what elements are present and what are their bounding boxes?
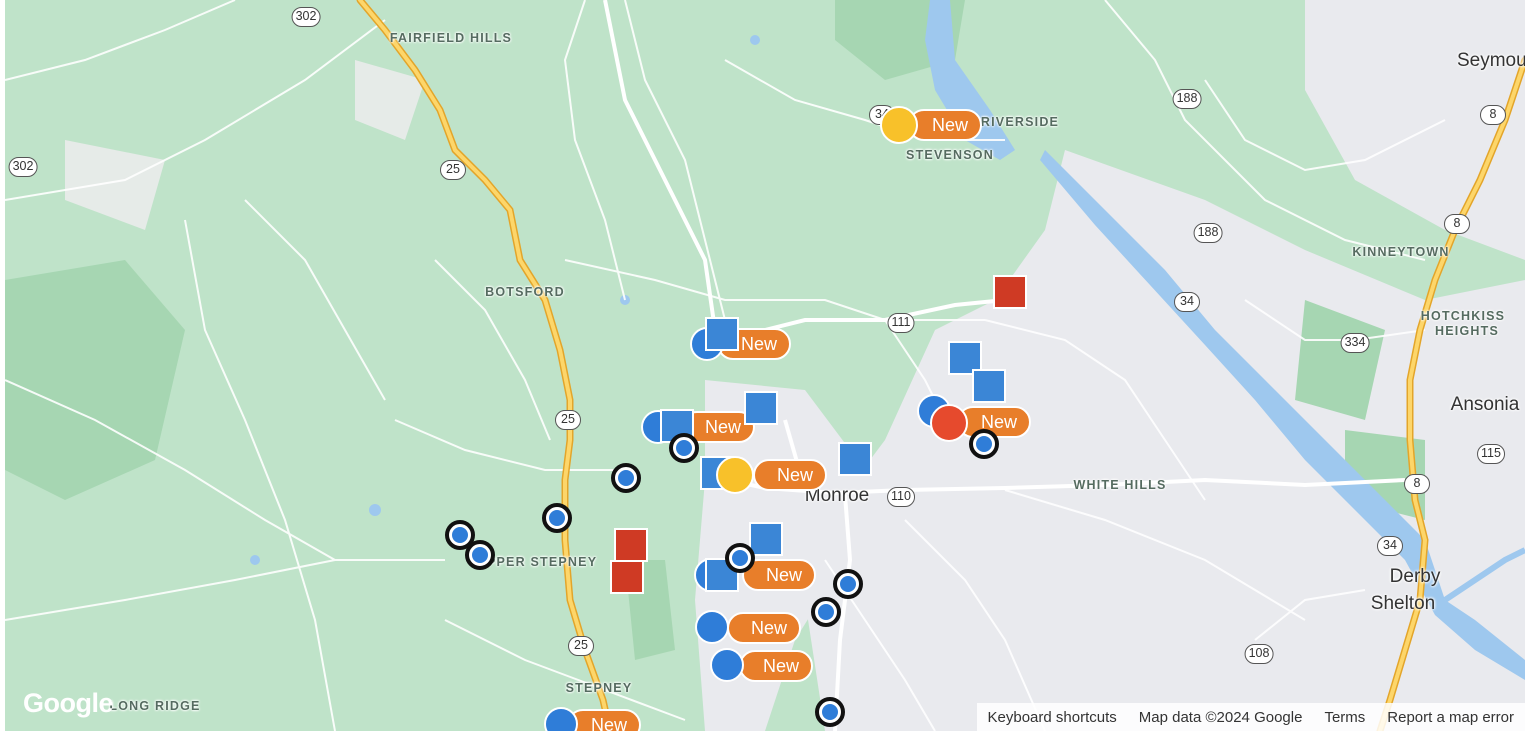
map-marker-ring[interactable] xyxy=(815,697,845,727)
place-label-white-hills: WHITE HILLS xyxy=(1073,478,1167,492)
map-marker-red-square[interactable] xyxy=(610,560,644,594)
report-map-error-link[interactable]: Report a map error xyxy=(1387,708,1514,726)
route-shield-334: 334 xyxy=(1340,333,1370,353)
route-shield-188: 188 xyxy=(1172,89,1202,109)
route-shield-302: 302 xyxy=(8,157,38,177)
place-label-botsford: BOTSFORD xyxy=(485,285,565,299)
map-marker-yellow[interactable] xyxy=(880,106,918,144)
map-base-layer xyxy=(5,0,1525,731)
route-shield-8: 8 xyxy=(1404,474,1430,494)
route-shield-110: 110 xyxy=(887,487,915,507)
route-shield-34: 34 xyxy=(1174,292,1200,312)
map-marker-ring[interactable] xyxy=(969,429,999,459)
new-listing-badge[interactable]: New xyxy=(908,109,983,141)
map-marker-ring[interactable] xyxy=(833,569,863,599)
route-shield-8: 8 xyxy=(1480,105,1506,125)
place-label-kinneytown: KINNEYTOWN xyxy=(1352,245,1450,259)
new-listing-badge[interactable]: New xyxy=(742,559,817,591)
town-label-seymour: Seymour xyxy=(1456,50,1525,71)
map-marker-red-square[interactable] xyxy=(993,275,1027,309)
map-marker-ring[interactable] xyxy=(669,433,699,463)
new-listing-badge[interactable]: New xyxy=(739,650,814,682)
town-label-ansonia: Ansonia xyxy=(1450,394,1520,415)
terms-link[interactable]: Terms xyxy=(1324,708,1366,726)
map-marker-red-square[interactable] xyxy=(614,528,648,562)
keyboard-shortcuts-link[interactable]: Keyboard shortcuts xyxy=(987,708,1117,726)
route-shield-188: 188 xyxy=(1193,223,1223,243)
map-marker-square[interactable] xyxy=(838,442,872,476)
map-marker-ring[interactable] xyxy=(725,543,755,573)
map-marker-blue[interactable] xyxy=(544,707,578,731)
map-marker-ring[interactable] xyxy=(465,540,495,570)
new-listing-badge[interactable]: New xyxy=(567,709,642,731)
town-label-shelton: Shelton xyxy=(1370,593,1436,614)
route-shield-302: 302 xyxy=(291,7,321,27)
route-shield-25: 25 xyxy=(555,410,581,430)
new-listing-badge[interactable]: New xyxy=(753,459,828,491)
map-canvas[interactable]: FAIRFIELD HILLS BOTSFORD STEVENSON RIVER… xyxy=(5,0,1525,731)
place-label-heights: HEIGHTS xyxy=(1435,324,1499,338)
map-marker-ring[interactable] xyxy=(611,463,641,493)
town-label-derby: Derby xyxy=(1389,566,1441,587)
map-marker-square[interactable] xyxy=(705,317,739,351)
place-label-long-ridge: LONG RIDGE xyxy=(109,699,201,713)
map-marker-yellow[interactable] xyxy=(716,456,754,494)
map-data-attribution: Map data ©2024 Google xyxy=(1138,708,1303,726)
map-marker-ring[interactable] xyxy=(542,503,572,533)
map-marker-square[interactable] xyxy=(972,369,1006,403)
map-marker-red[interactable] xyxy=(930,404,968,442)
place-label-riverside: RIVERSIDE xyxy=(980,115,1060,129)
map-marker-square[interactable] xyxy=(749,522,783,556)
map-footer: Keyboard shortcuts Map data ©2024 Google… xyxy=(976,703,1525,731)
town-label-monroe: Monroe xyxy=(804,485,870,506)
map-marker-blue[interactable] xyxy=(710,648,744,682)
place-label-fairfield-hills: FAIRFIELD HILLS xyxy=(389,31,513,45)
map-marker-ring[interactable] xyxy=(811,597,841,627)
route-shield-108: 108 xyxy=(1244,644,1274,664)
place-label-upper-stepney: UPPER STEPNEY xyxy=(476,555,598,569)
route-shield-115: 115 xyxy=(1477,444,1505,464)
route-shield-8: 8 xyxy=(1444,214,1470,234)
new-listing-badge[interactable]: New xyxy=(727,612,802,644)
place-label-stevenson: STEVENSON xyxy=(906,148,994,162)
new-listing-badge[interactable]: New xyxy=(957,406,1032,438)
route-shield-25: 25 xyxy=(440,160,466,180)
route-shield-111: 111 xyxy=(887,313,915,333)
place-label-stepney: STEPNEY xyxy=(565,681,633,695)
map-marker-square[interactable] xyxy=(744,391,778,425)
map-marker-blue[interactable] xyxy=(695,610,729,644)
place-label-hotchkiss: HOTCHKISS xyxy=(1420,309,1506,323)
route-shield-34: 34 xyxy=(1377,536,1403,556)
route-shield-25: 25 xyxy=(568,636,594,656)
google-logo: Google xyxy=(23,688,114,718)
